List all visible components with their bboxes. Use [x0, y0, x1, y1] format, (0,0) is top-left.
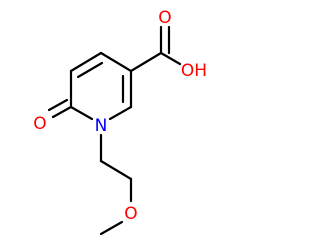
ring-nitrogen-label: N — [95, 116, 108, 136]
bond-c2-n — [108, 105, 133, 121]
ether-oxygen-label: O — [124, 204, 137, 224]
carbonyl-oxygen-label: O — [33, 114, 46, 134]
bond-c5-c4 — [69, 51, 103, 73]
carboxyl-oxygen-label: O — [158, 8, 171, 28]
bond-o-ch3 — [99, 220, 124, 236]
bond-c5-c4-inner — [76, 61, 104, 79]
bond-n-c6 — [69, 105, 94, 121]
bond-c6-o-2 — [47, 98, 69, 112]
carboxyl-hydroxyl-label: OH — [181, 61, 207, 81]
molecule-drawing: O N OH O O — [33, 8, 207, 236]
bond-c6-o-1 — [51, 105, 73, 119]
bond-cooh-oh — [159, 51, 182, 66]
bond-c4-c3 — [99, 51, 133, 73]
structure-canvas: O N OH O O — [33, 8, 208, 236]
bond-ch2-ch2 — [99, 159, 133, 181]
bond-c3-cooh — [129, 51, 163, 73]
